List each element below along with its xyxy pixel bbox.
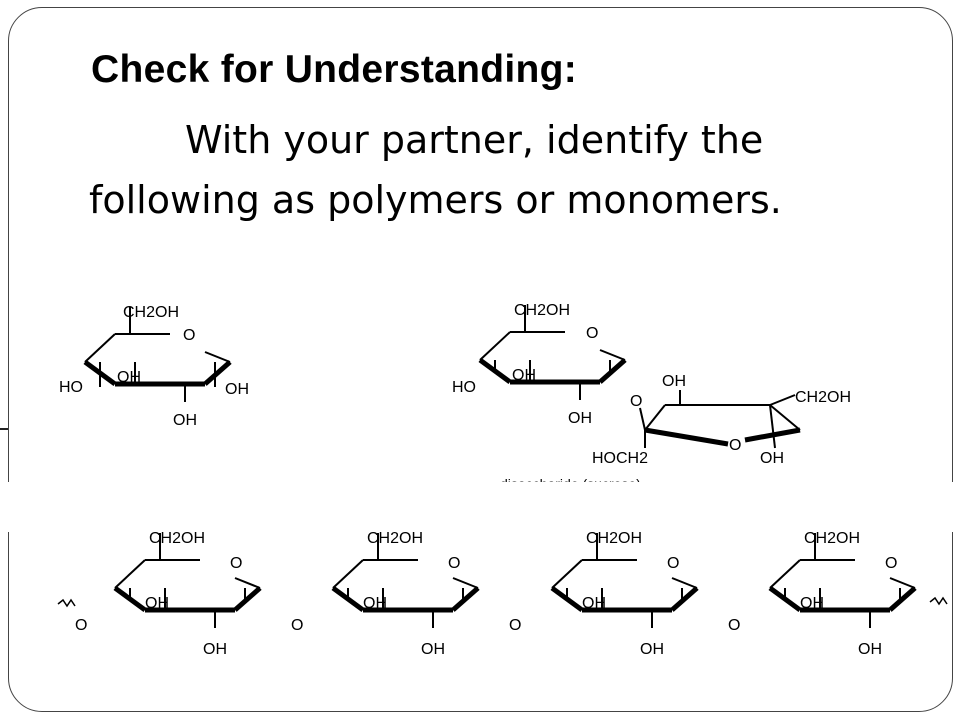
label-ch2oh: CH2OH <box>367 530 423 547</box>
label-oh: OH <box>760 450 784 467</box>
image-crop-edge <box>0 428 8 430</box>
image-crop-strip <box>0 482 960 532</box>
label-ring-o: O <box>586 325 598 342</box>
label-ch2oh: CH2OH <box>804 530 860 547</box>
label-oh: OH <box>117 369 141 386</box>
label-oh: OH <box>512 367 536 384</box>
label-bridge-o: O <box>728 617 740 634</box>
glucose-unit: CH2OH O HO OH OH O <box>452 302 642 427</box>
label-bridge-o: O <box>509 617 521 634</box>
label-oh: OH <box>568 410 592 427</box>
label-ch2oh: CH2OH <box>123 304 179 321</box>
label-ring-o: O <box>448 555 460 572</box>
label-oh: OH <box>858 641 882 658</box>
label-oh: OH <box>145 595 169 612</box>
chain-unit-1: CH2OH O OH OH O O <box>75 530 303 658</box>
label-ring-o: O <box>183 327 195 344</box>
label-bridge-o: O <box>75 617 87 634</box>
label-ch2oh: CH2OH <box>586 530 642 547</box>
label-ch2oh: CH2OH <box>149 530 205 547</box>
glucose-polymer-chain: CH2OH O OH OH O O CH2OH O OH OH O CH2OH … <box>57 530 948 658</box>
label-oh: OH <box>173 412 197 429</box>
label-oh: OH <box>800 595 824 612</box>
label-oh: OH <box>225 381 249 398</box>
chain-unit-4: CH2OH O OH OH <box>770 530 915 658</box>
label-oh: OH <box>662 373 686 390</box>
label-ring-o: O <box>885 555 897 572</box>
label-ring-o: O <box>230 555 242 572</box>
label-glycosidic-o: O <box>630 393 642 410</box>
label-ho: HO <box>452 379 476 396</box>
label-ho: HO <box>59 379 83 396</box>
chain-unit-3: CH2OH O OH OH O <box>552 530 740 658</box>
label-oh: OH <box>363 595 387 612</box>
glucose-monomer: CH2OH O HO OH OH OH <box>59 304 249 429</box>
sucrose-disaccharide: CH2OH O HO OH OH O OH CH2OH O HOCH2 OH d… <box>452 302 851 492</box>
label-oh: OH <box>582 595 606 612</box>
slide-instruction: With your partner, identify the followin… <box>89 118 782 222</box>
slide-heading: Check for Understanding: <box>91 48 578 91</box>
fructose-unit: OH CH2OH O HOCH2 OH <box>592 373 851 467</box>
label-ch2oh: CH2OH <box>795 389 851 406</box>
label-oh: OH <box>203 641 227 658</box>
label-ring-o: O <box>667 555 679 572</box>
label-ch2oh: CH2OH <box>514 302 570 319</box>
chain-unit-2: CH2OH O OH OH O <box>333 530 521 658</box>
label-ring-o: O <box>729 437 741 454</box>
label-hoch2: HOCH2 <box>592 450 648 467</box>
label-oh: OH <box>421 641 445 658</box>
label-oh: OH <box>640 641 664 658</box>
label-bridge-o: O <box>291 617 303 634</box>
